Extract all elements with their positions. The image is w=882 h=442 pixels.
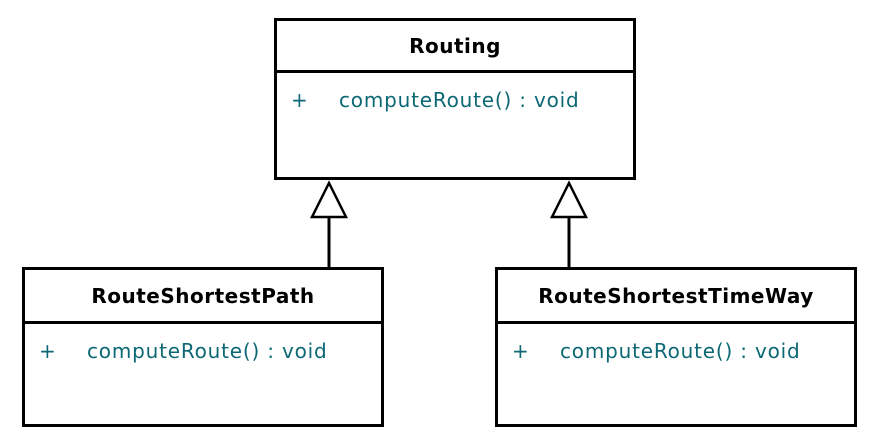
- class-box-route-shortest-time-way: RouteShortestTimeWay + computeRoute() : …: [495, 267, 857, 427]
- generalization-arrowhead-icon: [549, 180, 589, 219]
- class-box-routing: Routing + computeRoute() : void: [274, 18, 636, 180]
- method-signature: computeRoute() : void: [339, 88, 580, 112]
- class-box-route-shortest-path: RouteShortestPath + computeRoute() : voi…: [22, 267, 384, 427]
- method-row: + computeRoute() : void: [291, 88, 623, 112]
- method-row: + computeRoute() : void: [512, 339, 844, 363]
- class-members: + computeRoute() : void: [277, 73, 633, 177]
- method-signature: computeRoute() : void: [560, 339, 801, 363]
- generalization-arrowhead-icon: [309, 180, 349, 219]
- method-row: + computeRoute() : void: [39, 339, 371, 363]
- class-name: RouteShortestPath: [25, 270, 381, 324]
- method-visibility: +: [291, 88, 309, 112]
- class-members: + computeRoute() : void: [25, 324, 381, 424]
- class-members: + computeRoute() : void: [498, 324, 854, 424]
- class-name: Routing: [277, 21, 633, 73]
- method-visibility: +: [512, 339, 530, 363]
- generalization-left: [309, 180, 349, 267]
- method-signature: computeRoute() : void: [87, 339, 328, 363]
- method-visibility: +: [39, 339, 57, 363]
- class-name: RouteShortestTimeWay: [498, 270, 854, 324]
- generalization-right: [549, 180, 589, 267]
